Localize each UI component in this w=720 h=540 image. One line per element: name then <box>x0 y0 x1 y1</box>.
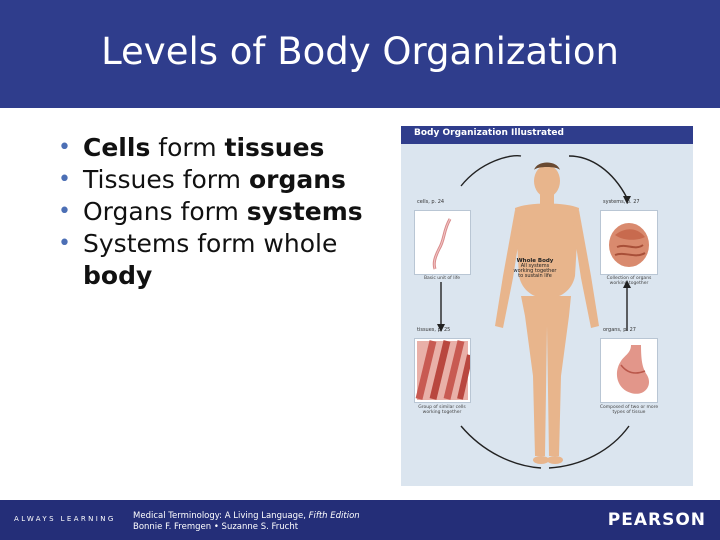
whole-body-title: Whole Body <box>516 258 554 264</box>
digestive-system-illustration <box>609 223 649 267</box>
tissues-caption: Group of similar cells working together <box>418 405 466 415</box>
pearson-logo: PEARSON <box>607 510 706 530</box>
tissues-panel: tissues, p. 25 <box>414 327 473 403</box>
organs-caption: Composed of two or more types of tissue <box>599 405 659 415</box>
cells-caption: Basic unit of life <box>423 276 461 281</box>
book-title: Medical Terminology: A Living Language, <box>133 511 309 521</box>
slide-title: Levels of Body Organization <box>101 30 619 73</box>
bullet-item: Systems form whole body <box>58 228 378 292</box>
cell-illustration <box>432 218 452 270</box>
cells-panel: cells, p. 24 <box>414 199 471 275</box>
bullet-text-part: systems <box>246 197 363 226</box>
title-bar: Levels of Body Organization <box>0 0 720 108</box>
tissue-illustration <box>415 340 473 400</box>
bullet-text-part: organs <box>248 165 346 194</box>
figure-title: Body Organization Illustrated <box>414 128 564 138</box>
bullet-item: Tissues form organs <box>58 164 378 196</box>
bullet-text-part: form <box>150 133 225 162</box>
bullet-text-part: Organs form <box>83 197 247 226</box>
bullet-text-part: Cells <box>83 133 151 162</box>
footer-bar: ALWAYS LEARNING Medical Terminology: A L… <box>0 500 720 540</box>
whole-body-caption: All systems working together to sustain … <box>513 263 557 279</box>
body-organization-figure: Body Organization Illustrated cells, p. … <box>401 126 693 486</box>
systems-caption: Collection of organs working together <box>606 276 652 286</box>
bullet-list: Cells form tissuesTissues form organsOrg… <box>58 132 378 292</box>
bullet-text-part: body <box>83 261 153 290</box>
organs-label: organs, p. 27 <box>603 327 636 333</box>
figure-header: Body Organization Illustrated <box>401 126 693 144</box>
whole-body-label-box: Whole Body All systems working together … <box>513 258 557 279</box>
organs-panel: organs, p. 27 <box>600 327 658 403</box>
credit-line-2: Bonnie F. Fremgen • Suzanne S. Frucht <box>133 522 299 532</box>
stomach-illustration <box>616 345 650 394</box>
cycle-arrows <box>437 154 631 469</box>
systems-panel: systems, p. 27 <box>600 199 658 275</box>
always-learning-brand: ALWAYS LEARNING <box>14 515 116 523</box>
cells-label: cells, p. 24 <box>417 199 445 205</box>
tissues-label: tissues, p. 25 <box>417 327 451 333</box>
systems-label: systems, p. 27 <box>603 199 640 205</box>
credit-line-1: Medical Terminology: A Living Language, … <box>133 511 360 522</box>
bullet-text-part: Tissues form <box>83 165 249 194</box>
bullet-item: Organs form systems <box>58 196 378 228</box>
bullet-text-part: tissues <box>224 133 325 162</box>
book-edition: Fifth Edition <box>308 511 360 521</box>
bullet-text-part: Systems form whole <box>83 229 338 258</box>
whole-body-illustration <box>495 162 599 464</box>
bullet-item: Cells form tissues <box>58 132 378 164</box>
book-credits: Medical Terminology: A Living Language, … <box>133 511 360 533</box>
